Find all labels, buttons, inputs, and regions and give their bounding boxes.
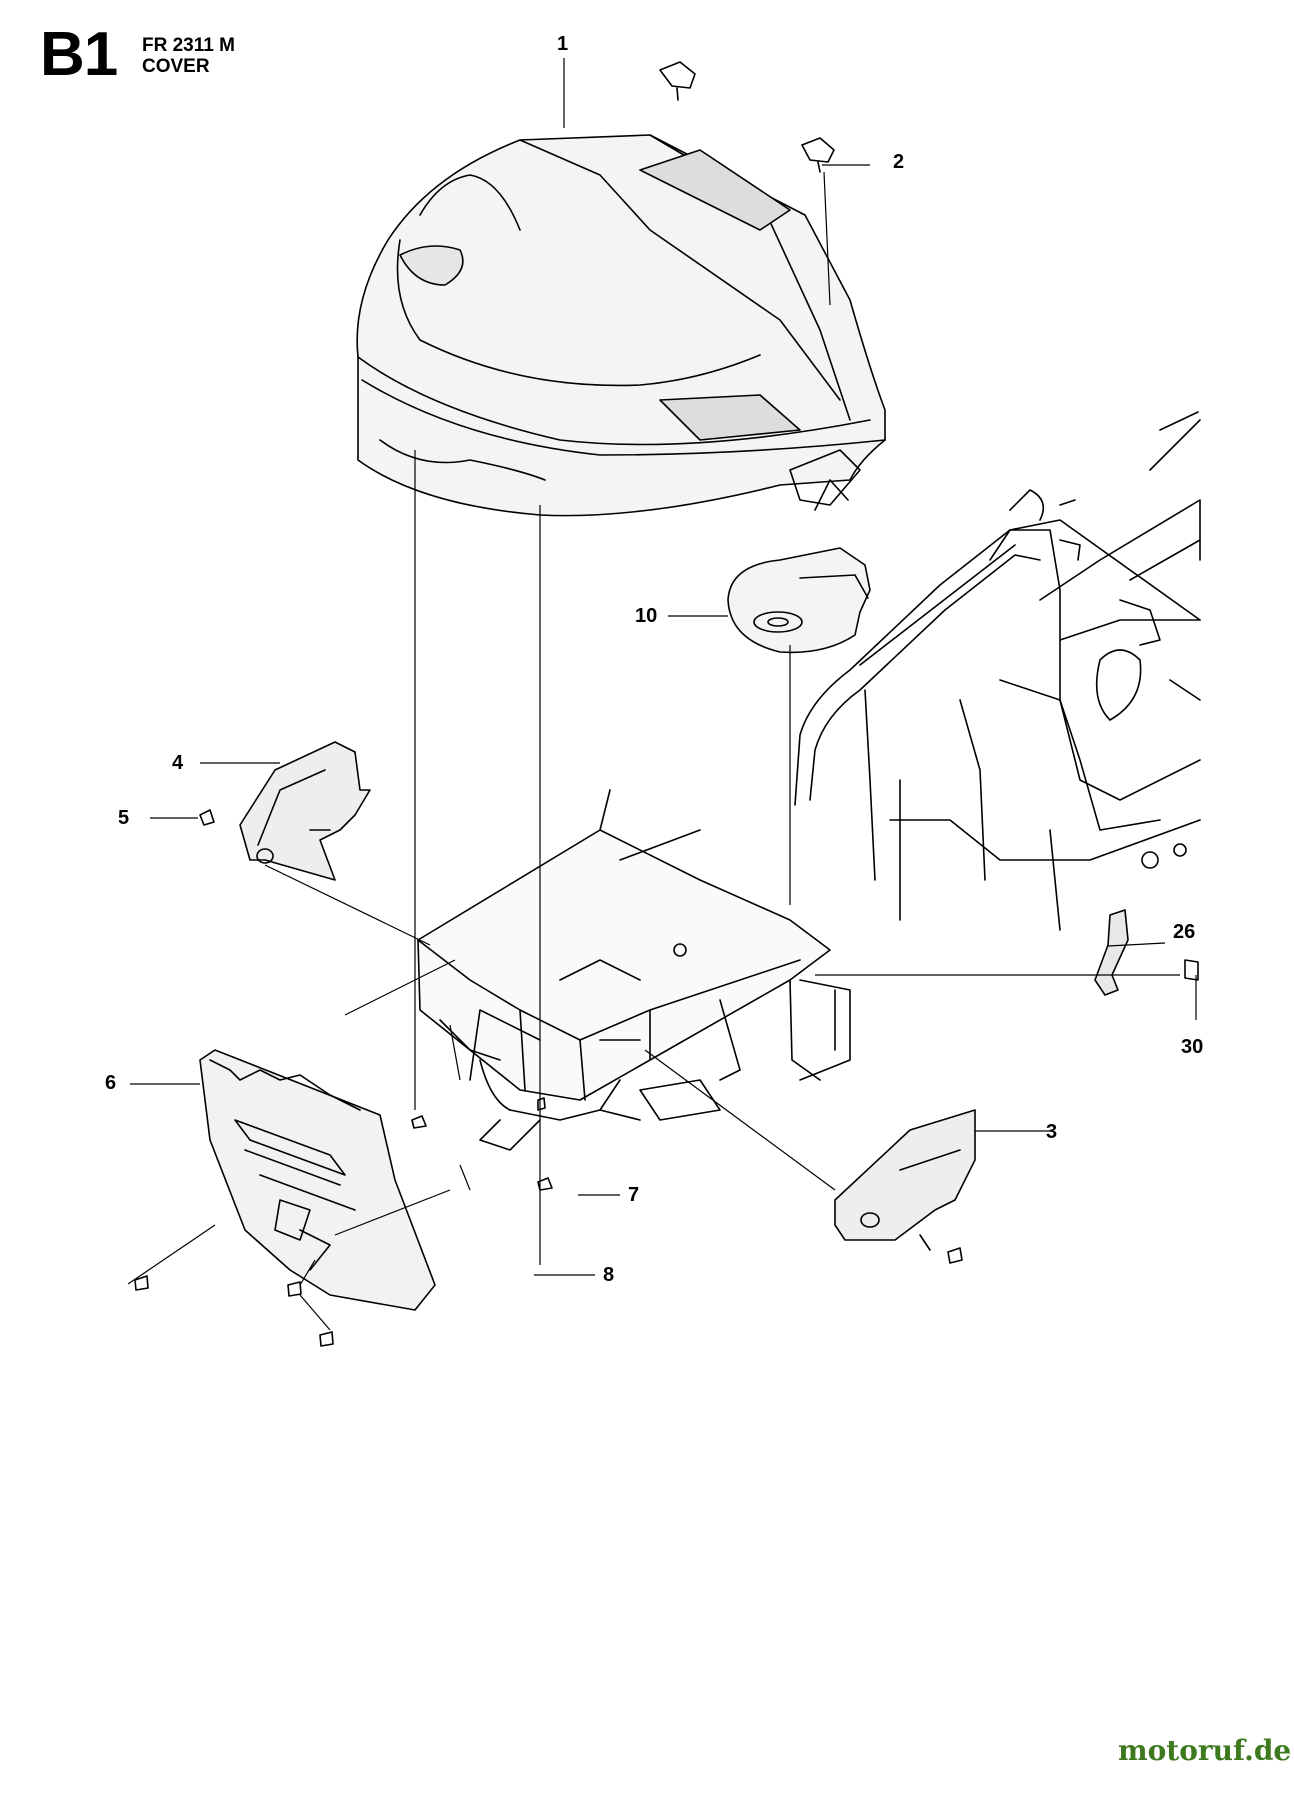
callout-10: 10 — [635, 605, 658, 627]
clip-part-2 — [659, 61, 835, 173]
callout-3: 3 — [1046, 1121, 1058, 1143]
callout-5: 5 — [118, 807, 130, 829]
callout-1: 1 — [557, 33, 569, 55]
front-grille-part-6 — [199, 1049, 436, 1311]
callout-7: 7 — [628, 1184, 640, 1206]
model-number: FR 2311 M — [142, 35, 235, 56]
callout-6: 6 — [105, 1072, 117, 1094]
section-code: B1 — [40, 20, 118, 89]
watermark-text: motoruf.de — [1118, 1734, 1292, 1767]
callout-26: 26 — [1173, 921, 1196, 943]
side-panel-part-4 — [199, 741, 371, 881]
screws — [134, 1097, 963, 1347]
engine-tray — [417, 789, 851, 1151]
tractor-frame — [794, 411, 1201, 931]
callout-30: 30 — [1181, 1036, 1204, 1058]
callout-4: 4 — [172, 752, 184, 774]
side-panel-part-3 — [834, 1109, 976, 1251]
callout-2: 2 — [893, 151, 905, 173]
watermark-logo: motoruf.de — [1118, 1737, 1291, 1765]
disc-guard-part-10 — [727, 547, 871, 654]
hood-cover-part — [356, 134, 886, 517]
diagram-subtitle: COVER — [142, 56, 210, 77]
rod-part-26 — [1094, 909, 1199, 996]
callout-8: 8 — [603, 1264, 615, 1286]
